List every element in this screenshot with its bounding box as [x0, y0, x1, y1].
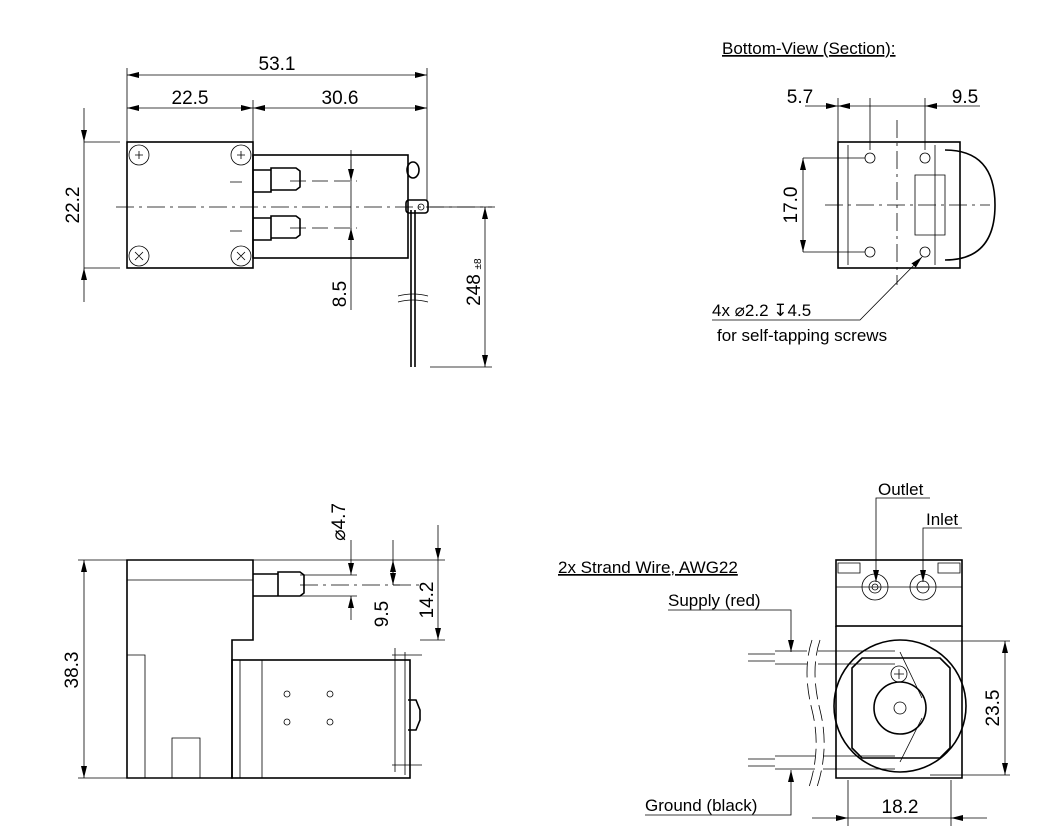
dim-hole-spacing: 17.0: [781, 187, 802, 224]
supply-leader: [668, 609, 794, 652]
dim-port-spacing: 8.5: [330, 281, 351, 307]
wire-terminal: [397, 161, 429, 367]
ground-label: Ground (black): [645, 796, 757, 815]
dim-wire-tolerance: ±8: [473, 258, 484, 269]
motor-vent-holes: [283, 690, 334, 726]
outlet-label: Outlet: [878, 480, 924, 499]
dim-total-height: 38.3: [62, 652, 83, 689]
hole-spec: 4x ⌀2.2 ↧4.5: [712, 301, 811, 320]
front-view: Outlet Inlet 2x Strand Wire, AWG22 Suppl…: [558, 480, 1010, 826]
dim-right: 9.5: [952, 87, 978, 108]
ground-leader: [645, 770, 794, 816]
wire-title: 2x Strand Wire, AWG22: [558, 558, 738, 577]
side-port-fitting: [253, 571, 305, 597]
motor-outline: [252, 154, 409, 259]
front-body-outline: [835, 626, 963, 779]
inlet-leader: [920, 527, 962, 582]
dim-head-height: 14.2: [417, 582, 438, 619]
inlet-label: Inlet: [926, 510, 958, 529]
side-motor-outline: [231, 659, 411, 779]
top-view: 53.1 22.5 30.6 22.2 8.5 248 ±8: [63, 54, 495, 368]
dim-wire-length: 248: [464, 274, 485, 306]
hole-leader-line: [712, 256, 923, 321]
wires: [748, 639, 895, 791]
bottom-view: Bottom-View (Section): 5.7 9.5 17.0 4x ⌀…: [712, 39, 996, 345]
side-head-outline: [126, 559, 254, 779]
dim-height: 22.2: [63, 187, 84, 224]
dim-total-length: 53.1: [259, 54, 296, 75]
outlet-leader: [873, 497, 930, 582]
dim-left: 5.7: [787, 87, 813, 108]
supply-label: Supply (red): [668, 591, 761, 610]
dim-motor-height: 23.5: [983, 690, 1004, 727]
bottom-view-title: Bottom-View (Section):: [722, 39, 896, 58]
dim-port-diameter: ⌀4.7: [329, 503, 350, 541]
screw-icons: [128, 144, 252, 267]
dim-port-height: 9.5: [372, 601, 393, 627]
dim-head-length: 22.5: [172, 88, 209, 109]
mounting-holes: [864, 152, 931, 258]
front-head-outline: [835, 559, 963, 627]
dim-motor-width: 18.2: [882, 797, 919, 818]
hole-note: for self-tapping screws: [717, 326, 887, 345]
motor-face: [833, 639, 967, 773]
dim-motor-length: 30.6: [322, 88, 359, 109]
side-view: ⌀4.7 9.5 14.2 38.3: [62, 503, 445, 779]
port-fittings: [230, 167, 301, 241]
